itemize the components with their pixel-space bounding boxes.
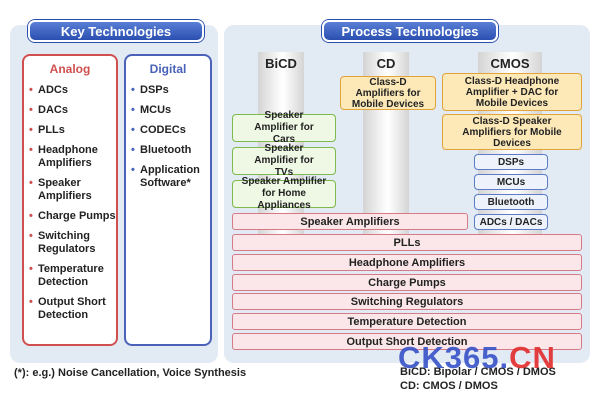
list-item: CODECs — [131, 124, 210, 137]
list-item: Switching Regulators — [29, 230, 116, 256]
legend-cd: CD: CMOS / DMOS — [400, 380, 498, 392]
watermark-part2: CN — [509, 340, 556, 375]
list-item: ADCs — [29, 84, 116, 97]
watermark-dot: . — [499, 340, 510, 375]
cmos-speaker-amplifiers-box: Class-D Speaker Amplifiers for Mobile De… — [442, 114, 582, 150]
key-technologies-header: Key Technologies — [28, 20, 204, 42]
analog-list: ADCs DACs PLLs Headphone Amplifiers Spea… — [24, 84, 116, 322]
speaker-amplifiers-bar: Speaker Amplifiers — [232, 213, 468, 230]
list-item: PLLs — [29, 124, 116, 137]
analog-column: Analog ADCs DACs PLLs Headphone Amplifie… — [22, 54, 118, 346]
list-item: Output Short Detection — [29, 296, 116, 322]
temperature-detection-bar: Temperature Detection — [232, 313, 582, 330]
list-item: Temperature Detection — [29, 263, 116, 289]
watermark-part1: CK365 — [398, 340, 500, 375]
plls-bar: PLLs — [232, 234, 582, 251]
list-item: DSPs — [131, 84, 210, 97]
list-item: Application Software* — [131, 164, 210, 190]
list-item: Charge Pumps — [29, 210, 116, 223]
cmos-bluetooth-box: Bluetooth — [474, 194, 548, 210]
bicd-speaker-amplifier-cars-box: Speaker Amplifier for Cars — [232, 110, 336, 145]
cmos-dsps-box: DSPs — [474, 154, 548, 170]
digital-title: Digital — [149, 62, 187, 76]
footnote: (*): e.g.) Noise Cancellation, Voice Syn… — [14, 367, 247, 379]
bicd-speaker-amplifier-tvs-box: Speaker Amplifier for TVs — [232, 143, 336, 178]
switching-regulators-bar: Switching Regulators — [232, 293, 582, 310]
charge-pumps-bar: Charge Pumps — [232, 274, 582, 291]
digital-column: Digital DSPs MCUs CODECs Bluetooth Appli… — [124, 54, 212, 346]
bicd-label: BiCD — [265, 56, 297, 71]
cmos-adcs-dacs-box: ADCs / DACs — [474, 214, 548, 230]
list-item: Headphone Amplifiers — [29, 144, 116, 170]
cd-label: CD — [376, 56, 396, 71]
watermark: CK365.CN — [398, 340, 556, 376]
headphone-amplifiers-bar: Headphone Amplifiers — [232, 254, 582, 271]
legend-bicd: BiCD: Bipolar / CMOS / DMOS — [400, 366, 556, 378]
digital-list: DSPs MCUs CODECs Bluetooth Application S… — [126, 84, 210, 190]
output-short-detection-bar: Output Short Detection — [232, 333, 582, 350]
bicd-speaker-amplifier-home-appliances-box: Speaker Amplifier for Home Appliances — [232, 176, 336, 211]
list-item: MCUs — [131, 104, 210, 117]
cmos-label: CMOS — [490, 56, 530, 71]
cmos-headphone-amplifier-box: Class-D Headphone Amplifier + DAC for Mo… — [442, 73, 582, 111]
list-item: Bluetooth — [131, 144, 210, 157]
cmos-mcus-box: MCUs — [474, 174, 548, 190]
process-technologies-header: Process Technologies — [322, 20, 498, 42]
list-item: Speaker Amplifiers — [29, 177, 116, 203]
analog-title: Analog — [49, 62, 91, 76]
cd-class-d-amplifiers-box: Class-D Amplifiers for Mobile Devices — [340, 76, 436, 110]
list-item: DACs — [29, 104, 116, 117]
